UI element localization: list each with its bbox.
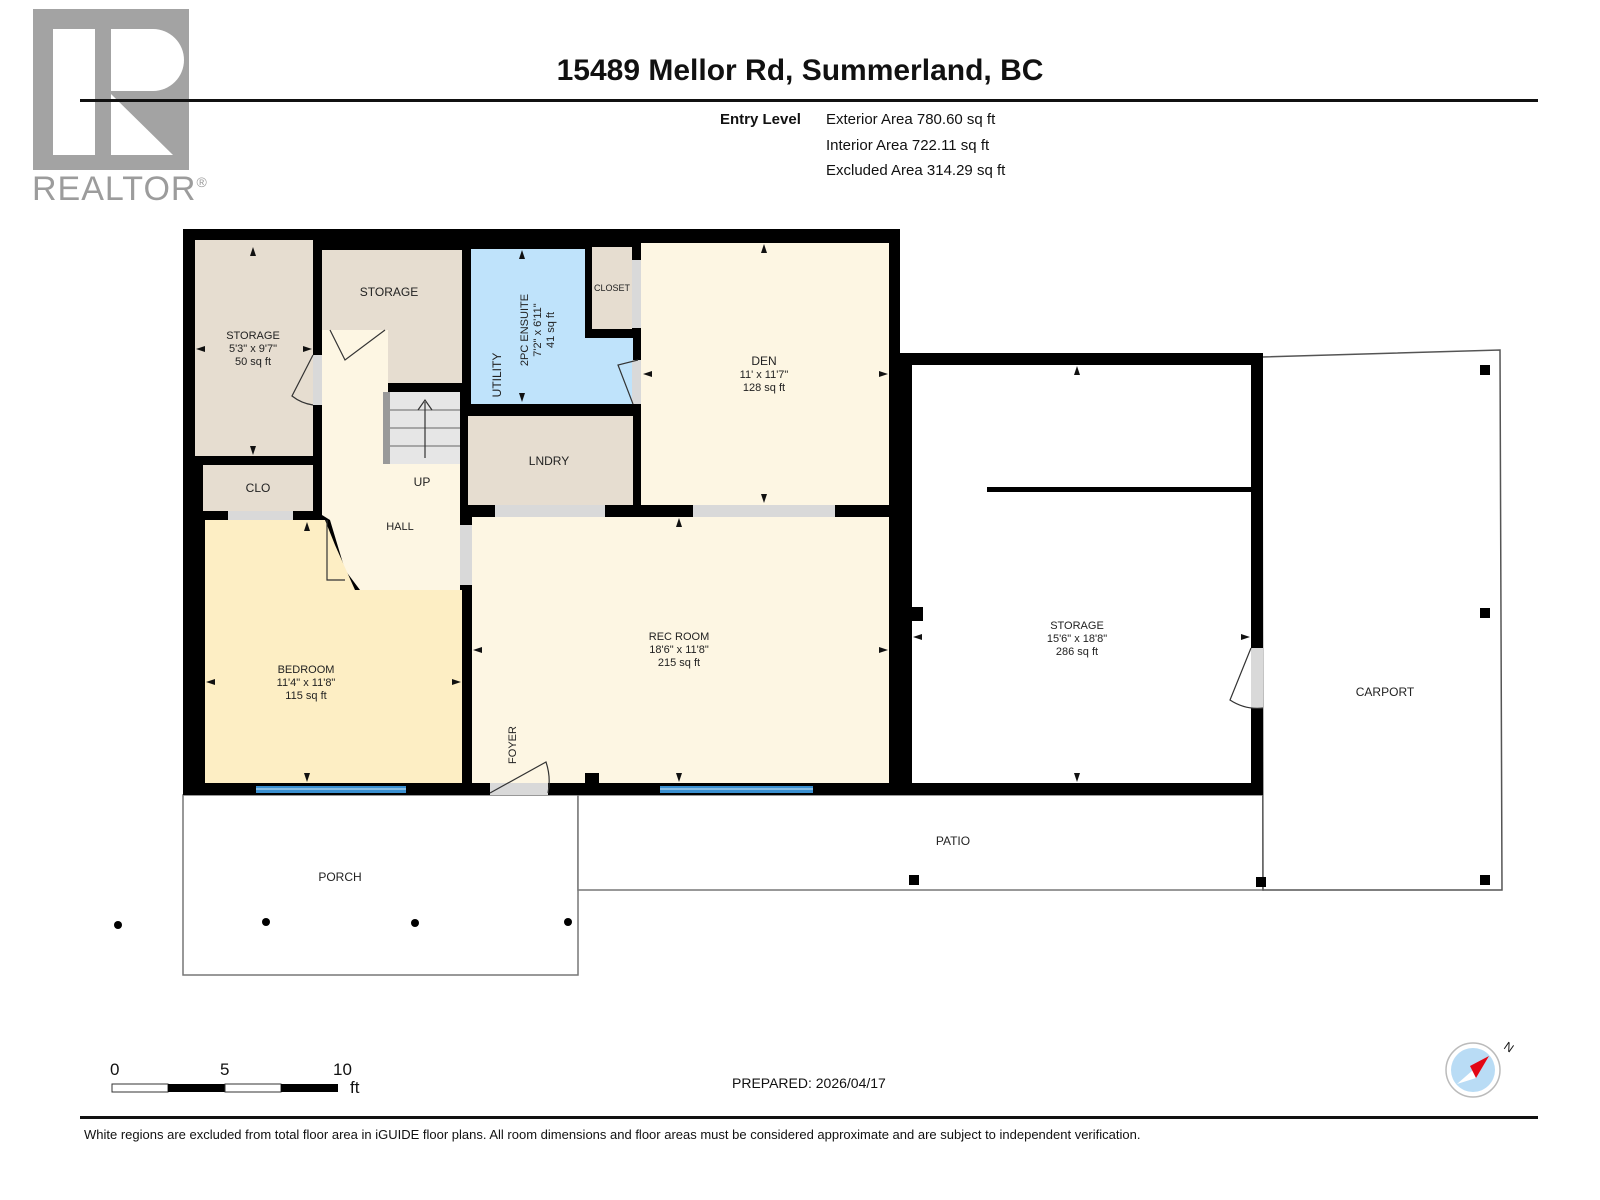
- svg-text:N: N: [1501, 1039, 1516, 1055]
- label-clo: CLO: [246, 481, 271, 495]
- label-porch: PORCH: [318, 870, 361, 884]
- room-storage-east: [912, 365, 1251, 783]
- disclaimer: White regions are excluded from total fl…: [84, 1127, 1141, 1142]
- patio-area: [577, 794, 1264, 891]
- label-patio: PATIO: [936, 834, 970, 848]
- label-storage-north: STORAGE: [360, 285, 418, 299]
- label-ensuite: 2PC ENSUITE7'2" x 6'11"41 sq ft: [519, 294, 557, 366]
- header-divider: [80, 99, 1538, 102]
- label-utility: UTILITY: [490, 353, 504, 398]
- label-hall: HALL: [386, 521, 414, 533]
- carport-area: [1261, 349, 1503, 891]
- realtor-logo: [33, 9, 189, 170]
- exterior-area: Exterior Area 780.60 sq ft: [826, 111, 996, 128]
- label-carport: CARPORT: [1356, 685, 1415, 699]
- level-label: Entry Level: [720, 111, 801, 128]
- compass-icon: N: [1445, 1039, 1516, 1098]
- label-up: UP: [414, 475, 431, 489]
- interior-area: Interior Area 722.11 sq ft: [826, 137, 990, 154]
- scale-tick-5: 5: [220, 1060, 230, 1079]
- label-lndry: LNDRY: [529, 454, 569, 468]
- label-foyer: FOYER: [507, 726, 519, 764]
- prepared-date: PREPARED: 2026/04/17: [732, 1075, 886, 1091]
- room-ensuite: [471, 249, 633, 404]
- windows: [256, 786, 813, 793]
- scale-bar: [111, 1083, 338, 1093]
- excluded-area: Excluded Area 314.29 sq ft: [826, 162, 1006, 179]
- scale-unit: ft: [350, 1078, 360, 1097]
- room-bedroom: [205, 520, 462, 783]
- porch-area: [182, 794, 579, 976]
- room-clo: [203, 465, 313, 511]
- room-lndry: [468, 416, 633, 505]
- page-title: 15489 Mellor Rd, Summerland, BC: [556, 54, 1044, 87]
- scale-tick-10: 10: [333, 1060, 352, 1079]
- realtor-r-icon: [53, 29, 184, 155]
- partial-wall: [987, 487, 1253, 492]
- room-storage-west: [195, 240, 313, 456]
- room-closet: [592, 247, 632, 329]
- room-den: [641, 243, 889, 505]
- label-closet: CLOSET: [594, 283, 631, 293]
- room-rec-room: [472, 517, 889, 783]
- footer-divider: [80, 1116, 1538, 1119]
- scale-tick-0: 0: [110, 1060, 120, 1079]
- posts: [114, 365, 1490, 929]
- realtor-wordmark: REALTOR®: [32, 170, 208, 208]
